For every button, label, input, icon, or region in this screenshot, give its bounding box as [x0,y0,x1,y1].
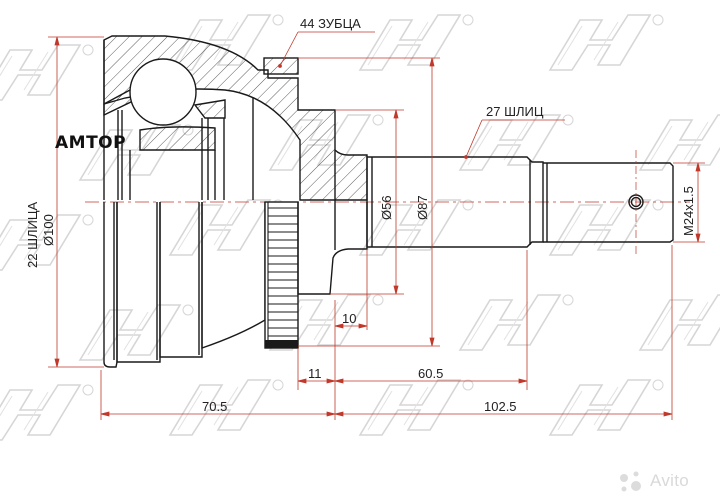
amtop-watermark: AMTOP [55,133,127,153]
label-22-splines: 22 ШЛИЦА [25,201,40,268]
abs-ring [264,201,299,349]
dim-102-5: 102.5 [484,399,517,414]
housing [103,35,368,368]
dim-10: 10 [342,311,357,326]
avito-logo-icon [620,471,641,492]
dim-60-5: 60.5 [418,366,444,381]
ball [129,58,197,126]
label-27-splines: 27 ШЛИЦ [486,104,544,119]
label-thread-m24: M24x1.5 [681,186,696,236]
threaded-end [543,150,674,255]
avito-watermark: Avito [650,471,689,490]
dim-11: 11 [308,366,322,381]
label-diameter-100: Ø100 [41,214,56,246]
dimension-lines [48,31,705,420]
label-diameter-87: Ø87 [415,195,430,220]
dim-70-5: 70.5 [202,399,228,414]
label-diameter-56: Ø56 [379,195,394,220]
label-44-teeth: 44 ЗУБЦА [300,16,361,31]
neck [297,150,368,295]
